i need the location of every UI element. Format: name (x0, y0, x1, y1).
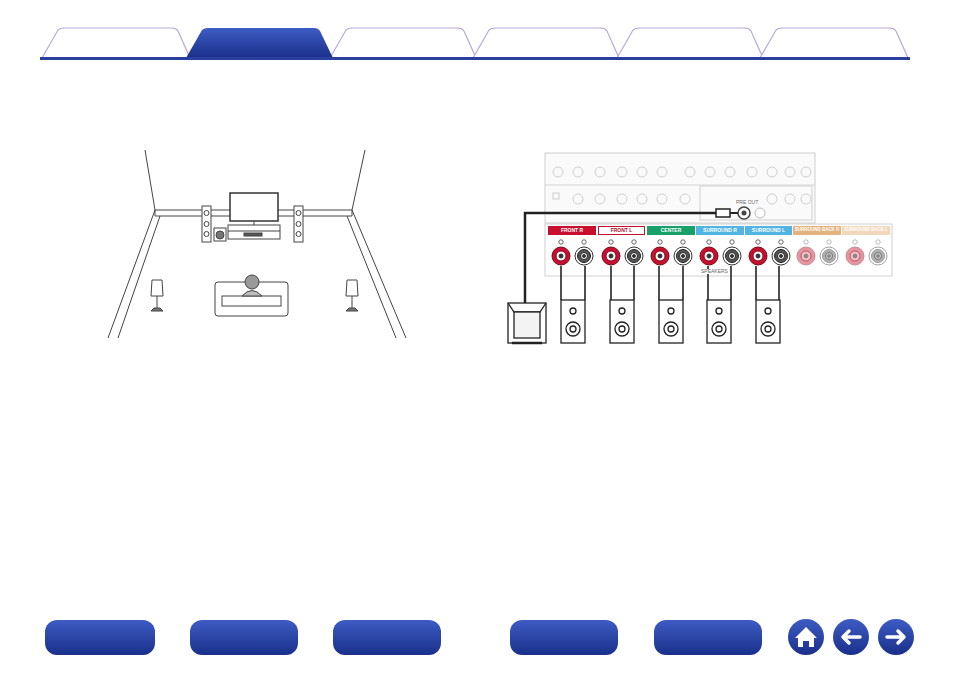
terminal-post (707, 254, 711, 258)
terminal-post (680, 253, 687, 260)
terminal-post (753, 251, 763, 261)
terminal-post (609, 254, 613, 258)
terminal-post (823, 250, 836, 263)
channel-band: CENTER (647, 226, 695, 235)
terminal-post (704, 251, 714, 261)
terminal-post (872, 250, 885, 263)
channel-label: CENTER (661, 228, 682, 233)
tab-rule (40, 57, 910, 60)
channel-label: SURROUND R (703, 228, 737, 233)
terminal-post (581, 253, 588, 260)
terminal-post (778, 253, 785, 260)
terminal-post (575, 247, 593, 265)
terminal-post (875, 253, 882, 260)
channel-label: SURROUND BACK R (795, 228, 840, 233)
terminal-post (827, 240, 831, 244)
terminal-post (556, 251, 566, 261)
subwoofer-box (508, 303, 546, 343)
terminal-post (730, 240, 734, 244)
terminal-post (674, 247, 692, 265)
terminal-post (651, 247, 669, 265)
terminal-post (853, 254, 857, 258)
bottom-nav (45, 619, 914, 655)
channel-band: SURROUND L (745, 226, 792, 235)
tab-bar (42, 28, 908, 58)
terminal-post (677, 250, 690, 263)
terminal-post (723, 247, 741, 265)
terminal-post (780, 255, 783, 258)
channel-label: FRONT L (611, 228, 633, 233)
speaker-wires (561, 266, 779, 300)
terminal-post (552, 247, 570, 265)
panel-label: PRE OUT (735, 200, 759, 205)
terminal-post (578, 250, 591, 263)
panel-label: SPEAKERS (700, 269, 729, 274)
terminal-post (804, 254, 808, 258)
channel-band: SURROUND R (696, 226, 744, 235)
terminal-post (609, 240, 613, 244)
room-illustration (108, 150, 406, 338)
terminal-post (583, 255, 586, 258)
terminal-post (749, 247, 767, 265)
channel-band: SURROUND BACK L (842, 226, 890, 235)
terminal-post (559, 254, 563, 258)
terminal-post (658, 240, 662, 244)
terminal-post (681, 240, 685, 244)
channel-label: FRONT R (561, 228, 583, 233)
terminal-post (756, 240, 760, 244)
terminal-post (797, 247, 815, 265)
terminal-post (779, 240, 783, 244)
terminal-post (772, 247, 790, 265)
terminal-post (850, 251, 860, 261)
channel-band: SURROUND BACK R (793, 226, 841, 235)
terminal-post (804, 240, 808, 244)
terminal-post (628, 250, 641, 263)
terminal-post (707, 240, 711, 244)
terminal-post (606, 251, 616, 261)
terminal-post (582, 240, 586, 244)
channel-label: SURROUND L (752, 228, 785, 233)
channel-band: FRONT R (548, 226, 596, 235)
terminal-post (602, 247, 620, 265)
terminal-post (700, 247, 718, 265)
terminal-post (658, 254, 662, 258)
terminal-post (775, 250, 788, 263)
terminal-post (853, 240, 857, 244)
terminal-post (559, 240, 563, 244)
terminal-post (877, 255, 880, 258)
terminal-post (801, 251, 811, 261)
terminal-post (731, 255, 734, 258)
terminal-post (826, 253, 833, 260)
terminal-post (682, 255, 685, 258)
terminal-post (632, 240, 636, 244)
channel-label: SURROUND BACK L (844, 228, 888, 233)
speaker-boxes (561, 300, 780, 343)
terminal-post (876, 240, 880, 244)
terminal-post (820, 247, 838, 265)
terminal-post (869, 247, 887, 265)
terminal-post (828, 255, 831, 258)
active-tab (186, 28, 333, 58)
terminal-post (846, 247, 864, 265)
terminal-post (655, 251, 665, 261)
subwoofer-cable (525, 209, 738, 303)
speaker-terminals (552, 240, 887, 265)
terminal-post (726, 250, 739, 263)
channel-band: FRONT L (598, 226, 645, 235)
terminal-post (729, 253, 736, 260)
terminal-post (756, 254, 760, 258)
receiver-panel (545, 153, 892, 276)
terminal-post (625, 247, 643, 265)
nav-icons (795, 627, 904, 647)
terminal-post (633, 255, 636, 258)
terminal-post (631, 253, 638, 260)
